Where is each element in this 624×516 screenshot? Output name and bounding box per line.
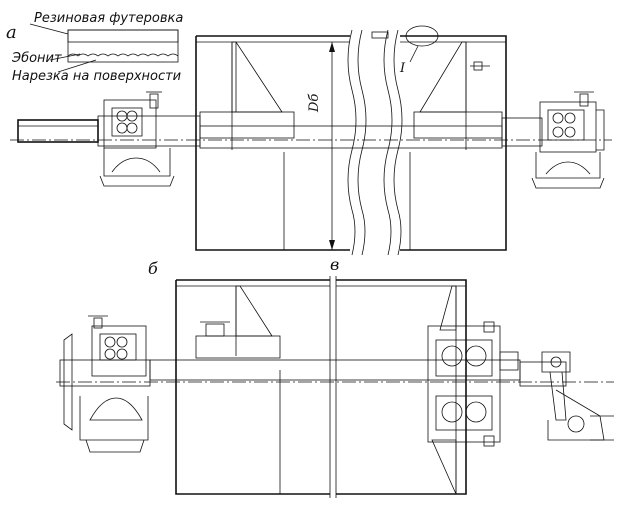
lining-detail-inset: Резиновая футеровка Эбонит Нарезка на по…	[11, 11, 183, 84]
view-b-label: б	[148, 259, 158, 278]
detail-mark-i: I	[399, 61, 406, 76]
diameter-label: Dб	[307, 94, 322, 113]
ebonite-label: Эбонит	[11, 51, 62, 66]
surface-cut-label: Нарезка на поверхности	[12, 69, 181, 84]
view-a-drawing: а Резиновая футеровка Эбонит Нарезка на …	[6, 11, 612, 256]
view-v-label: в	[330, 255, 339, 274]
view-b-v-drawing: б в	[56, 255, 614, 498]
rubber-lining-label: Резиновая футеровка	[34, 11, 183, 26]
view-a-label: а	[6, 22, 17, 43]
